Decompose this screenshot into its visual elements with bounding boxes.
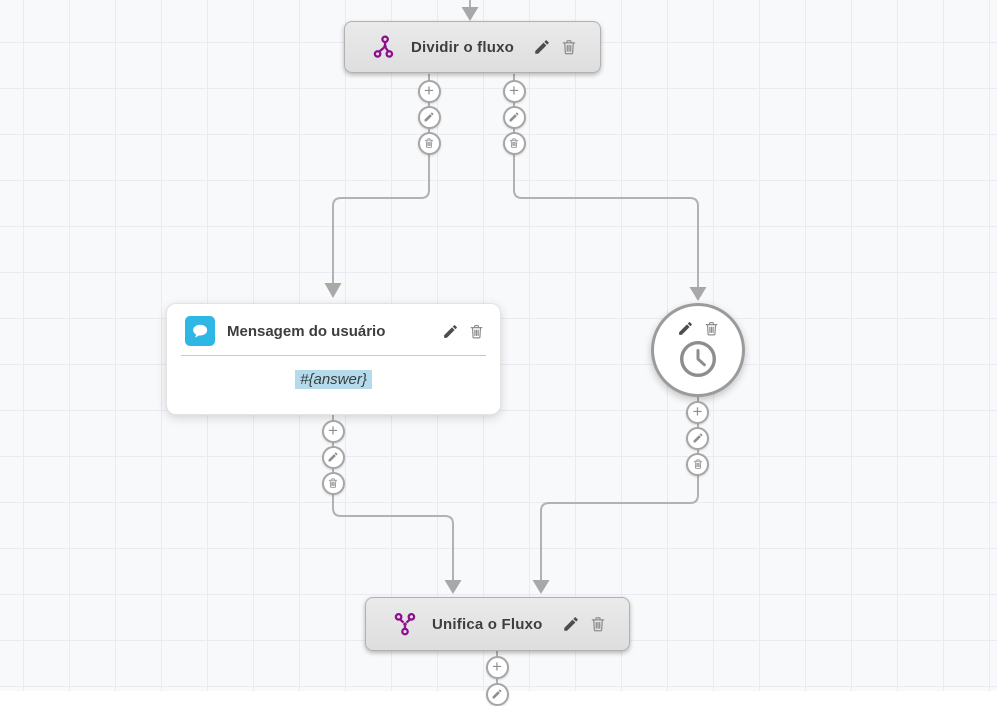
delete-timer-node-button[interactable] <box>703 320 720 337</box>
edit-branch-button[interactable] <box>417 105 441 129</box>
delete-branch-button[interactable] <box>502 131 526 155</box>
node-split-title: Dividir o fluxo <box>411 38 515 56</box>
clock-icon <box>680 341 716 377</box>
pencil-icon <box>533 38 551 56</box>
add-step-button[interactable]: + <box>321 419 345 443</box>
edit-timer-node-button[interactable] <box>677 320 694 337</box>
arrowhead-message-into-merge <box>444 580 462 594</box>
port-stack-timer: + <box>686 400 709 476</box>
card-divider <box>181 355 486 356</box>
user-message-body: #{answer} <box>167 356 500 403</box>
trash-icon <box>468 323 485 340</box>
delete-message-node-button[interactable] <box>468 323 485 340</box>
port-stack-merge: + <box>485 655 509 706</box>
edit-split-node-button[interactable] <box>533 38 551 56</box>
arrowhead-into-timer <box>689 287 707 301</box>
connector-message-to-merge <box>332 415 454 580</box>
trash-icon <box>327 477 339 489</box>
port-stack-split-right: + <box>502 79 526 155</box>
timer-actions <box>677 319 720 337</box>
connector-timer-to-merge <box>540 397 699 580</box>
delete-branch-button[interactable] <box>686 452 709 476</box>
trash-icon <box>560 38 578 56</box>
port-stack-message: + <box>321 419 345 495</box>
trash-icon <box>589 615 607 633</box>
pencil-icon <box>692 432 704 444</box>
arrowhead-into-message <box>324 283 342 298</box>
trash-icon <box>692 458 704 470</box>
edit-merge-node-button[interactable] <box>562 615 580 633</box>
connector-split-to-timer <box>513 74 699 287</box>
add-step-button[interactable]: + <box>686 400 709 424</box>
pencil-icon <box>327 451 339 463</box>
pencil-icon <box>491 688 503 700</box>
flow-split-icon <box>371 34 397 60</box>
node-merge-title: Unifica o Fluxo <box>432 615 543 633</box>
delete-branch-button[interactable] <box>417 131 441 155</box>
add-step-button[interactable]: + <box>502 79 526 103</box>
edit-branch-button[interactable] <box>321 445 345 469</box>
plus-icon: + <box>692 402 703 421</box>
plus-icon: + <box>509 81 519 100</box>
port-stack-split-left: + <box>417 79 441 155</box>
add-step-button[interactable]: + <box>485 655 509 679</box>
trash-icon <box>508 137 520 149</box>
plus-icon: + <box>424 81 434 100</box>
delete-branch-button[interactable] <box>321 471 345 495</box>
plus-icon: + <box>492 657 502 676</box>
chat-bubble-icon <box>185 316 215 346</box>
trash-icon <box>703 320 720 337</box>
edit-branch-button[interactable] <box>502 105 526 129</box>
add-step-button[interactable]: + <box>417 79 441 103</box>
edit-branch-button[interactable] <box>686 426 709 450</box>
node-timer[interactable] <box>651 303 745 397</box>
variable-chip[interactable]: #{answer} <box>295 370 372 389</box>
connector-split-to-message <box>332 74 430 284</box>
node-split-flow[interactable]: Dividir o fluxo <box>344 21 601 73</box>
edit-message-node-button[interactable] <box>442 323 459 340</box>
edit-branch-button[interactable] <box>485 682 509 706</box>
pencil-icon <box>677 320 694 337</box>
pencil-icon <box>423 111 435 123</box>
pencil-icon <box>508 111 520 123</box>
plus-icon: + <box>328 421 338 440</box>
pencil-icon <box>442 323 459 340</box>
node-user-message[interactable]: Mensagem do usuário #{answer} <box>166 303 501 415</box>
flow-merge-icon <box>392 611 418 637</box>
delete-merge-node-button[interactable] <box>589 615 607 633</box>
arrowhead-timer-into-merge <box>532 580 550 594</box>
delete-split-node-button[interactable] <box>560 38 578 56</box>
node-merge-flow[interactable]: Unifica o Fluxo <box>365 597 630 651</box>
node-user-message-title: Mensagem do usuário <box>227 322 386 340</box>
arrowhead-into-split <box>461 7 479 21</box>
pencil-icon <box>562 615 580 633</box>
trash-icon <box>423 137 435 149</box>
user-message-header: Mensagem do usuário <box>167 304 500 355</box>
